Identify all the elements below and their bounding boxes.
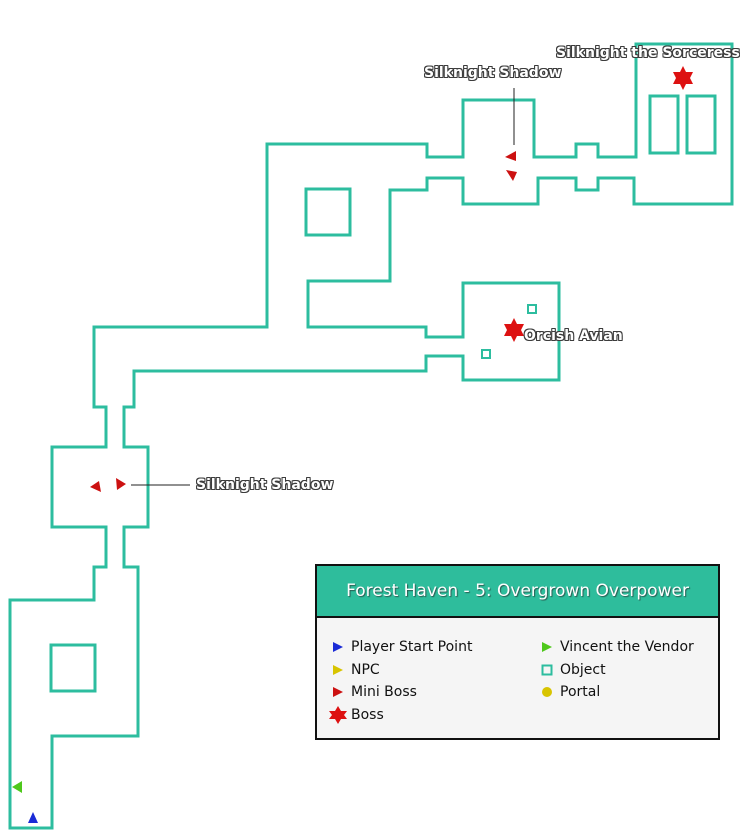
pillar — [685, 94, 717, 155]
legend-item-npc: NPC — [329, 659, 472, 682]
pillar — [648, 94, 680, 155]
pillar — [304, 187, 352, 237]
circle-icon — [538, 683, 556, 701]
star-six-icon — [329, 705, 347, 724]
object-marker — [481, 349, 491, 359]
legend-label: NPC — [351, 661, 380, 678]
triangle-right-icon — [538, 638, 556, 656]
legend-column-left: Player Start Point NPC Mini Boss Boss — [329, 636, 472, 726]
dungeon-walls — [8, 42, 734, 830]
mini-boss-marker — [90, 481, 101, 492]
legend-label: Boss — [351, 706, 384, 723]
pillar — [49, 643, 97, 693]
map-legend: Forest Haven - 5: Overgrown Overpower Pl… — [315, 564, 720, 740]
legend-column-right: Vincent the Vendor Object Portal — [538, 636, 694, 704]
triangle-right-icon — [329, 683, 347, 701]
label-silknight-shadow-top: Silknight Shadow — [424, 65, 562, 81]
object-marker — [527, 304, 537, 314]
label-orcish-avian: Orcish Avian — [524, 328, 623, 344]
legend-title: Forest Haven - 5: Overgrown Overpower — [317, 566, 718, 618]
hollow-square-icon — [538, 661, 556, 679]
legend-item-boss: Boss — [329, 704, 472, 727]
legend-item-player-start: Player Start Point — [329, 636, 472, 659]
legend-item-object: Object — [538, 659, 694, 682]
boss-marker — [673, 66, 693, 90]
legend-label: Player Start Point — [351, 639, 473, 656]
boss-marker — [504, 318, 524, 342]
triangle-right-icon — [329, 661, 347, 679]
legend-label: Vincent the Vendor — [560, 639, 694, 656]
player-start-marker — [28, 812, 38, 823]
label-silknight-sorceress: Silknight the Sorceress — [556, 45, 740, 61]
vendor-marker — [12, 781, 22, 793]
legend-label: Mini Boss — [351, 684, 417, 701]
label-silknight-shadow-left: Silknight Shadow — [196, 477, 334, 493]
legend-label: Object — [560, 661, 606, 678]
mini-boss-marker — [116, 478, 126, 490]
legend-item-mini-boss: Mini Boss — [329, 681, 472, 704]
mini-boss-marker — [505, 151, 516, 161]
legend-item-portal: Portal — [538, 681, 694, 704]
mini-boss-marker — [506, 170, 517, 181]
legend-label: Portal — [560, 684, 601, 701]
triangle-right-icon — [329, 638, 347, 656]
legend-item-vendor: Vincent the Vendor — [538, 636, 694, 659]
